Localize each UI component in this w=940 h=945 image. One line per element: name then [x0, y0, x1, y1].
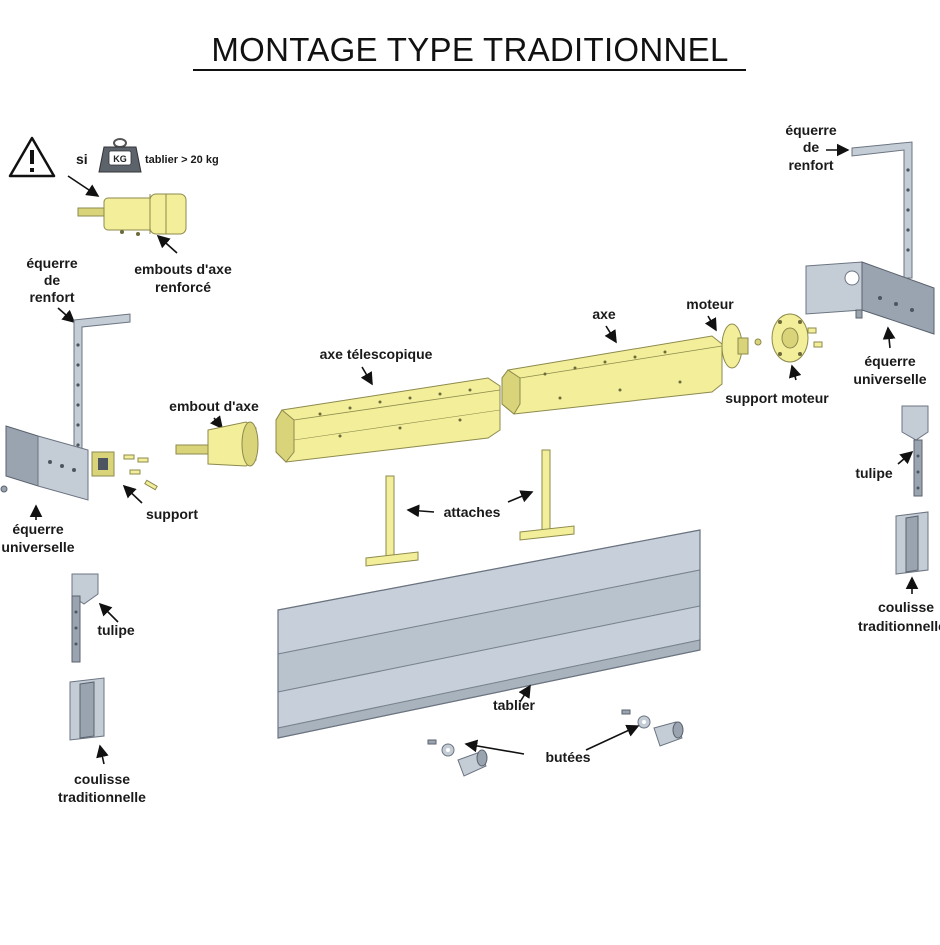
label-equerre-renfort-left-3: renfort [29, 289, 74, 305]
label-axe: axe [592, 306, 616, 322]
embout-axe-part [175, 421, 259, 467]
weight-badge: KG [113, 154, 127, 164]
label-support-moteur: support moteur [725, 390, 829, 406]
warning-icon [8, 136, 56, 178]
butee-left-part [427, 739, 488, 777]
label-equerre-renfort-left-1: équerre [26, 255, 78, 271]
moteur-part [721, 323, 762, 369]
embouts-axe-renforce-part [77, 193, 187, 236]
label-embouts-axe-renforce-1: embouts d'axe [134, 261, 232, 277]
tulipe-left-part [71, 573, 99, 663]
label-tulipe-left: tulipe [97, 622, 135, 638]
label-equerre-renfort-right-3: renfort [788, 157, 833, 173]
page-title: MONTAGE TYPE TRADITIONNEL [211, 31, 728, 68]
equerre-universelle-right-part [805, 261, 935, 335]
coulisse-right-part [895, 511, 929, 575]
support-moteur-part [771, 313, 823, 363]
label-embouts-axe-renforce-2: renforcé [155, 279, 211, 295]
label-equerre-universelle-left-2: universelle [1, 539, 74, 555]
label-attaches: attaches [444, 504, 501, 520]
equerre-renfort-right-part [851, 141, 913, 279]
label-embout-axe: embout d'axe [169, 398, 259, 414]
equerre-renfort-left-part [73, 313, 131, 463]
tablier-part [277, 529, 701, 739]
label-equerre-universelle-right-2: universelle [853, 371, 926, 387]
axe-telescopique-part [275, 377, 501, 463]
label-tablier: tablier [493, 697, 536, 713]
label-support: support [146, 506, 198, 522]
butee-right-part [621, 709, 684, 747]
label-tulipe-right: tulipe [855, 465, 893, 481]
label-axe-telescopique: axe télescopique [320, 346, 433, 362]
label-coulisse-right-2: traditionnelle [858, 618, 940, 634]
label-equerre-renfort-right-2: de [803, 139, 820, 155]
warning-condition: tablier > 20 kg [145, 154, 219, 166]
weight-icon [98, 138, 142, 173]
equerre-universelle-left-part [5, 425, 89, 501]
support-part [91, 451, 158, 491]
warning-prefix: si [76, 151, 88, 167]
axe-part [501, 335, 723, 415]
label-equerre-universelle-left-1: équerre [12, 521, 64, 537]
tulipe-right-part [901, 405, 929, 497]
attache-left-part [365, 475, 419, 567]
attache-right-part [519, 449, 575, 541]
label-moteur: moteur [686, 296, 734, 312]
label-equerre-renfort-left-2: de [44, 272, 61, 288]
label-coulisse-right-1: coulisse [878, 599, 934, 615]
label-equerre-renfort-right-1: équerre [785, 122, 837, 138]
label-coulisse-left-2: traditionnelle [58, 789, 146, 805]
coulisse-left-part [69, 677, 105, 741]
label-butees: butées [545, 749, 590, 765]
label-equerre-universelle-right-1: équerre [864, 353, 916, 369]
label-coulisse-left-1: coulisse [74, 771, 130, 787]
